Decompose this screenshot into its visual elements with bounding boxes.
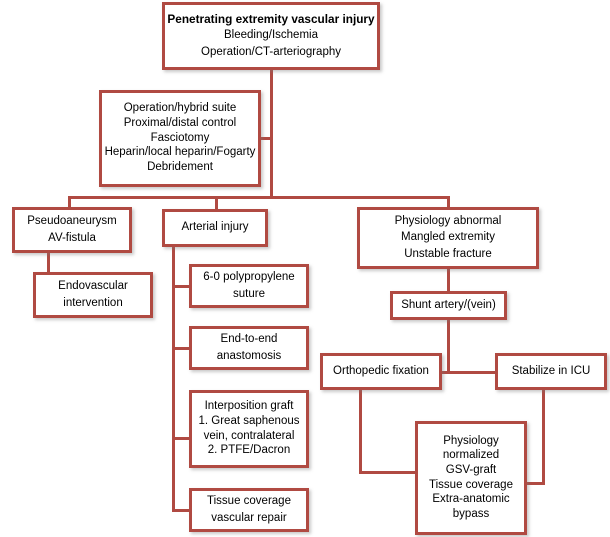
node-line: 2. PTFE/Dacron	[207, 444, 291, 457]
node-shunt-artery-vein[interactable]: Shunt artery/(vein)	[390, 291, 507, 320]
node-line: Physiology abnormal	[394, 214, 502, 227]
node-line: Interposition graft	[204, 400, 294, 413]
connector-root-to-trunk	[270, 69, 273, 198]
connector-bar-to-arterial-injury	[215, 196, 218, 209]
node-line: Shunt artery/(vein)	[401, 298, 496, 311]
node-line: Arterial injury	[181, 221, 249, 234]
node-line: GSV-graft	[445, 463, 497, 476]
node-line: Orthopedic fixation	[333, 364, 429, 377]
node-polypropylene-suture[interactable]: 6-0 polypropylene suture	[189, 264, 309, 308]
node-pseudoaneurysm-av-fistula[interactable]: Pseudoaneurysm AV-fistula	[12, 207, 132, 253]
node-physiology-abnormal[interactable]: Physiology abnormal Mangled extremity Un…	[357, 207, 539, 269]
node-line: Pseudoaneurysm	[27, 215, 117, 227]
node-line: Penetrating extremity vascular injury	[167, 11, 375, 26]
node-line: 6-0 polypropylene	[203, 271, 295, 283]
connector-spine-to-suture	[172, 285, 191, 288]
node-initial-management[interactable]: Operation/hybrid suite Proximal/distal c…	[99, 90, 261, 187]
node-tissue-coverage-vascular-repair[interactable]: Tissue coverage vascular repair	[189, 488, 309, 532]
node-line: 1. Great saphenous	[198, 414, 300, 427]
connector-icu-down	[542, 389, 545, 484]
node-line: vein, contralateral	[203, 429, 295, 442]
connector-spine-to-tissue-coverage	[172, 509, 191, 512]
node-line: Mangled extremity	[401, 231, 495, 244]
node-stabilize-in-icu[interactable]: Stabilize in ICU	[495, 353, 607, 390]
node-line: bypass	[452, 507, 490, 520]
node-line: Operation/hybrid suite	[123, 102, 237, 115]
node-line: Operation/CT-arteriography	[201, 45, 341, 58]
node-arterial-injury[interactable]: Arterial injury	[162, 209, 268, 247]
node-line: Stabilize in ICU	[511, 364, 591, 377]
node-line: suture	[233, 287, 265, 300]
connector-spine-to-anastomosis	[172, 347, 191, 350]
connector-bar-to-physiology-abnormal	[447, 196, 450, 209]
connector-orthopedic-to-definitive	[359, 471, 418, 474]
node-orthopedic-fixation[interactable]: Orthopedic fixation	[320, 353, 442, 390]
connector-shunt-down	[447, 318, 450, 371]
connector-trunk-to-initial-management	[259, 137, 273, 140]
node-line: Physiology	[443, 434, 499, 447]
node-endovascular-intervention[interactable]: Endovascular intervention	[33, 272, 153, 318]
node-line: intervention	[63, 296, 123, 309]
connector-distribution-bar	[68, 196, 450, 199]
node-line: Endovascular	[58, 280, 128, 292]
node-line: Fasciotomy	[150, 131, 210, 144]
node-line: anastomosis	[216, 349, 282, 362]
node-line: Bleeding/Ischemia	[224, 29, 318, 42]
connector-shunt-junction-bar	[412, 371, 502, 374]
connector-spine-to-interposition-graft	[172, 437, 191, 440]
node-line: vascular repair	[211, 511, 287, 524]
node-line: Extra-anatomic	[432, 493, 510, 506]
connector-orthopedic-down	[359, 389, 362, 473]
connector-physiology-to-shunt	[447, 269, 450, 292]
node-line: normalized	[442, 449, 500, 462]
node-interposition-graft[interactable]: Interposition graft 1. Great saphenous v…	[189, 390, 309, 468]
node-line: Tissue coverage	[429, 478, 513, 491]
node-penetrating-extremity-vascular-injury[interactable]: Penetrating extremity vascular injury Bl…	[162, 2, 380, 70]
node-line: Heparin/local heparin/Fogarty	[104, 146, 256, 159]
node-line: Tissue coverage	[207, 495, 291, 507]
node-line: AV-fistula	[48, 231, 96, 244]
node-line: Debridement	[147, 161, 213, 174]
connector-icu-to-definitive	[521, 482, 545, 485]
node-line: End-to-end	[220, 333, 278, 345]
connector-arterial-injury-spine	[172, 247, 175, 512]
node-end-to-end-anastomosis[interactable]: End-to-end anastomosis	[189, 326, 309, 370]
connector-bar-to-pseudoaneurysm	[68, 196, 71, 209]
node-definitive-repair[interactable]: Physiology normalized GSV-graft Tissue c…	[415, 421, 527, 535]
node-line: Unstable fracture	[404, 247, 492, 260]
node-line: Proximal/distal control	[123, 117, 237, 130]
